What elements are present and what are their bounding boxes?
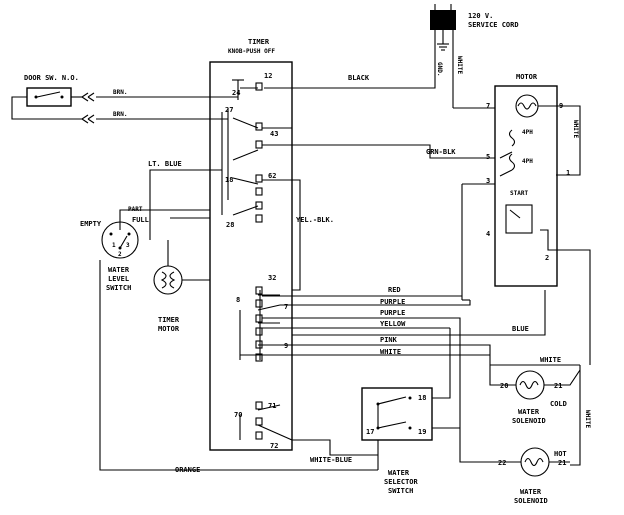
timer-terminal-62: 62 <box>268 172 276 180</box>
hot-solenoid-label-2: SOLENOID <box>514 497 548 505</box>
motor-terminal-3: 3 <box>486 177 490 185</box>
timer-terminal-7: 7 <box>284 303 288 311</box>
wire-white-2-label: WHITE <box>540 356 561 364</box>
hot-terminal-21: 21 <box>558 459 566 467</box>
cord-white-label: WHITE <box>456 56 463 74</box>
wire-white-blue-label: WHITE-BLUE <box>310 456 352 464</box>
selector-label-2: SELECTOR <box>384 478 419 486</box>
cord-label: SERVICE CORD <box>468 21 519 29</box>
motor-terminal-4: 4 <box>486 230 490 238</box>
level-switch-label-3: SWITCH <box>106 284 131 292</box>
selector-terminal-17: 17 <box>366 428 374 436</box>
timer-motor <box>153 265 183 295</box>
hot-solenoid-name: HOT <box>554 450 567 458</box>
level-switch-label-2: LEVEL <box>108 275 129 283</box>
selector-terminal-19: 19 <box>418 428 426 436</box>
level-terminal-2: 2 <box>118 251 122 258</box>
wire-lt-blue-label: LT. BLUE <box>148 160 182 168</box>
cold-terminal-21: 21 <box>554 382 562 390</box>
gnd-label: GND. <box>436 62 443 76</box>
level-terminal-1: 1 <box>112 242 116 249</box>
motor-run-winding-1: 4PH <box>522 129 533 136</box>
motor-terminal-1: 1 <box>566 169 570 177</box>
hot-terminal-22: 22 <box>498 459 506 467</box>
motor-white-label: WHITE <box>572 120 579 138</box>
timer-terminal-18: 18 <box>225 176 233 184</box>
wire-pink-label: PINK <box>380 336 398 344</box>
cold-solenoid-name: COLD <box>550 400 567 408</box>
timer-terminal-8: 8 <box>236 296 240 304</box>
wire-grn-blk-label: GRN-BLK <box>426 148 456 156</box>
motor-overload <box>515 94 539 118</box>
timer-terminal-24: 24 <box>232 89 240 97</box>
wire-white-label: WHITE <box>380 348 401 356</box>
level-terminal-3: 3 <box>126 242 130 249</box>
wire-purple-1-label: PURPLE <box>380 298 405 306</box>
wire-red-label: RED <box>388 286 401 294</box>
timer-terminal-43: 43 <box>270 130 278 138</box>
wire-purple-2-label: PURPLE <box>380 309 405 317</box>
timer-terminal-12: 12 <box>264 72 272 80</box>
door-wire-brn-bottom: BRN. <box>113 111 127 118</box>
wire-yellow-label: YELLOW <box>380 320 406 328</box>
timer-terminal-72: 72 <box>270 442 278 450</box>
timer-knob-label: KNOB-PUSH OFF <box>228 48 275 55</box>
power-plug <box>430 4 456 108</box>
timer-label: TIMER <box>248 38 270 46</box>
timer-terminal-27: 27 <box>225 106 233 114</box>
motor-terminal-5: 5 <box>486 153 490 161</box>
motor-block <box>494 85 558 287</box>
motor-start-winding: START <box>510 190 528 197</box>
motor-terminal-7: 7 <box>486 102 490 110</box>
timer-terminal-71: 71 <box>268 402 276 410</box>
timer-terminal-32: 32 <box>268 274 276 282</box>
level-full-label: FULL <box>132 216 149 224</box>
level-part-label: PART <box>128 206 143 213</box>
motor-label: MOTOR <box>516 73 538 81</box>
cold-terminal-20: 20 <box>500 382 508 390</box>
wire-yel-blk-label: YEL.-BLK. <box>296 216 334 224</box>
wire-blue-label: BLUE <box>512 325 529 333</box>
timer-motor-label-2: MOTOR <box>158 325 180 333</box>
cord-voltage-label: 120 V. <box>468 12 493 20</box>
timer-terminal-70: 70 <box>234 411 242 419</box>
cold-solenoid-label-2: SOLENOID <box>512 417 546 425</box>
selector-label-1: WATER <box>388 469 410 477</box>
water-selector-switch <box>361 387 433 441</box>
timer-terminal-28: 28 <box>226 221 234 229</box>
cold-solenoid-label-1: WATER <box>518 408 540 416</box>
wire-black-label: BLACK <box>348 74 370 82</box>
timer-block <box>209 61 293 451</box>
door-switch-label: DOOR SW. N.O. <box>24 74 79 82</box>
hot-solenoid-label-1: WATER <box>520 488 542 496</box>
motor-terminal-2: 2 <box>545 254 549 262</box>
level-empty-label: EMPTY <box>80 220 102 228</box>
timer-terminal-9: 9 <box>284 342 288 350</box>
wire-white-vertical-label: WHITE <box>584 410 591 428</box>
water-level-switch <box>101 221 139 259</box>
timer-contacts <box>221 79 293 441</box>
selector-label-3: SWITCH <box>388 487 413 495</box>
motor-windings <box>499 129 533 234</box>
timer-motor-label-1: TIMER <box>158 316 180 324</box>
level-switch-label-1: WATER <box>108 266 130 274</box>
wire-orange-label: ORANGE <box>175 466 200 474</box>
door-wire-brn-top: BRN. <box>113 89 127 96</box>
motor-run-winding-2: 4PH <box>522 158 533 165</box>
door-switch <box>26 87 72 107</box>
selector-terminal-18: 18 <box>418 394 426 402</box>
